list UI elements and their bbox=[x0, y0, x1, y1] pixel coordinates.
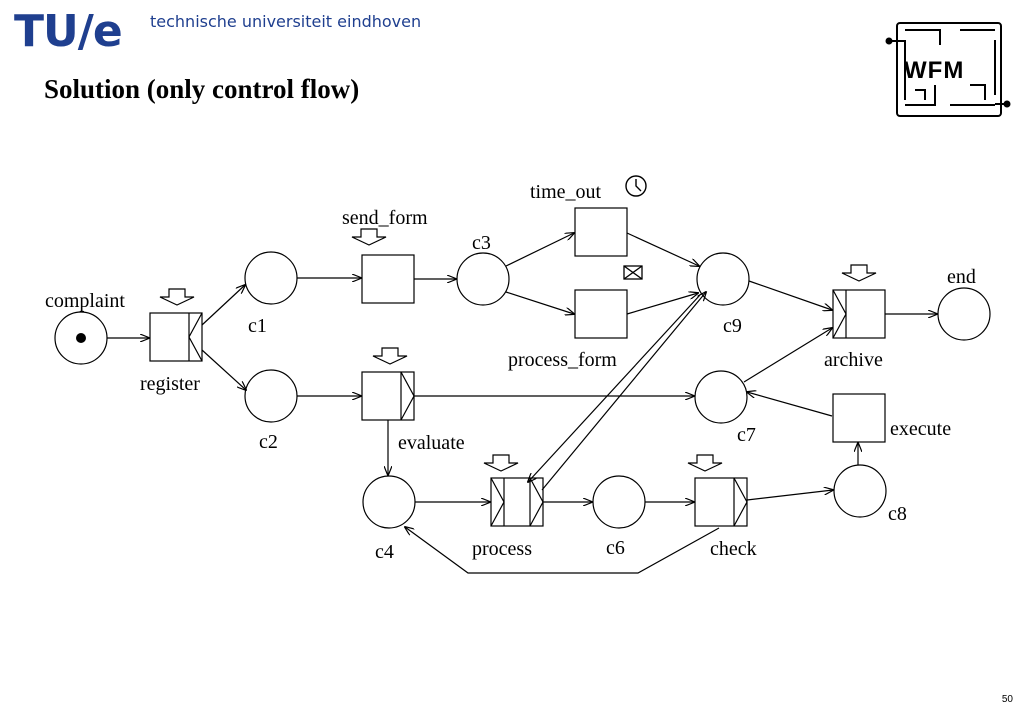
label-complaint: complaint bbox=[45, 290, 125, 312]
place-c3 bbox=[456, 252, 510, 306]
trigger-icon bbox=[159, 288, 195, 306]
trigger-icon bbox=[687, 454, 723, 472]
place-end bbox=[937, 287, 991, 341]
place-c9 bbox=[696, 252, 750, 306]
clock-icon bbox=[625, 175, 647, 197]
envelope-icon bbox=[623, 265, 643, 280]
label-process-form: process_form bbox=[508, 349, 617, 371]
transition-time-out bbox=[574, 207, 628, 257]
place-c6 bbox=[592, 475, 646, 529]
label-process: process bbox=[472, 538, 532, 560]
page-number: 50 bbox=[1001, 694, 1013, 705]
label-send-form: send_form bbox=[342, 207, 428, 229]
trigger-icon bbox=[483, 454, 519, 472]
trigger-icon bbox=[351, 228, 387, 246]
label-c3: c3 bbox=[472, 232, 491, 254]
label-c9: c9 bbox=[723, 315, 742, 337]
transition-process-form bbox=[574, 289, 628, 339]
trigger-icon bbox=[372, 347, 408, 365]
token bbox=[76, 333, 86, 343]
page-title: Solution (only control flow) bbox=[44, 74, 360, 104]
label-archive: archive bbox=[824, 349, 883, 371]
label-execute: execute bbox=[890, 418, 951, 440]
label-evaluate: evaluate bbox=[398, 432, 465, 454]
transition-check bbox=[694, 477, 748, 527]
university-name: technische universiteit eindhoven bbox=[150, 12, 422, 31]
transition-send-form bbox=[361, 254, 415, 304]
tue-logo: TU/e bbox=[14, 6, 123, 57]
trigger-icon bbox=[169, 280, 185, 289]
place-c7 bbox=[694, 370, 748, 424]
label-time-out: time_out bbox=[530, 181, 602, 203]
label-c4: c4 bbox=[375, 541, 394, 563]
place-c4 bbox=[362, 475, 416, 529]
place-c1 bbox=[244, 251, 298, 305]
place-c2 bbox=[244, 369, 298, 423]
transition-execute bbox=[832, 393, 886, 443]
wfm-logo-text: WFM bbox=[904, 57, 964, 84]
trigger-icon bbox=[841, 264, 877, 282]
wfm-logo: WFM bbox=[885, 22, 1011, 117]
place-c8 bbox=[833, 464, 887, 518]
transition-archive bbox=[832, 289, 886, 339]
label-c7: c7 bbox=[737, 424, 756, 446]
transition-evaluate bbox=[361, 371, 415, 421]
label-c1: c1 bbox=[248, 315, 267, 337]
label-c6: c6 bbox=[606, 537, 625, 559]
transition-process bbox=[490, 477, 544, 527]
label-register: register bbox=[140, 373, 200, 395]
label-end: end bbox=[947, 266, 976, 288]
label-check: check bbox=[710, 538, 757, 560]
label-c2: c2 bbox=[259, 431, 278, 453]
label-c8: c8 bbox=[888, 503, 907, 525]
transition-register bbox=[149, 312, 203, 362]
